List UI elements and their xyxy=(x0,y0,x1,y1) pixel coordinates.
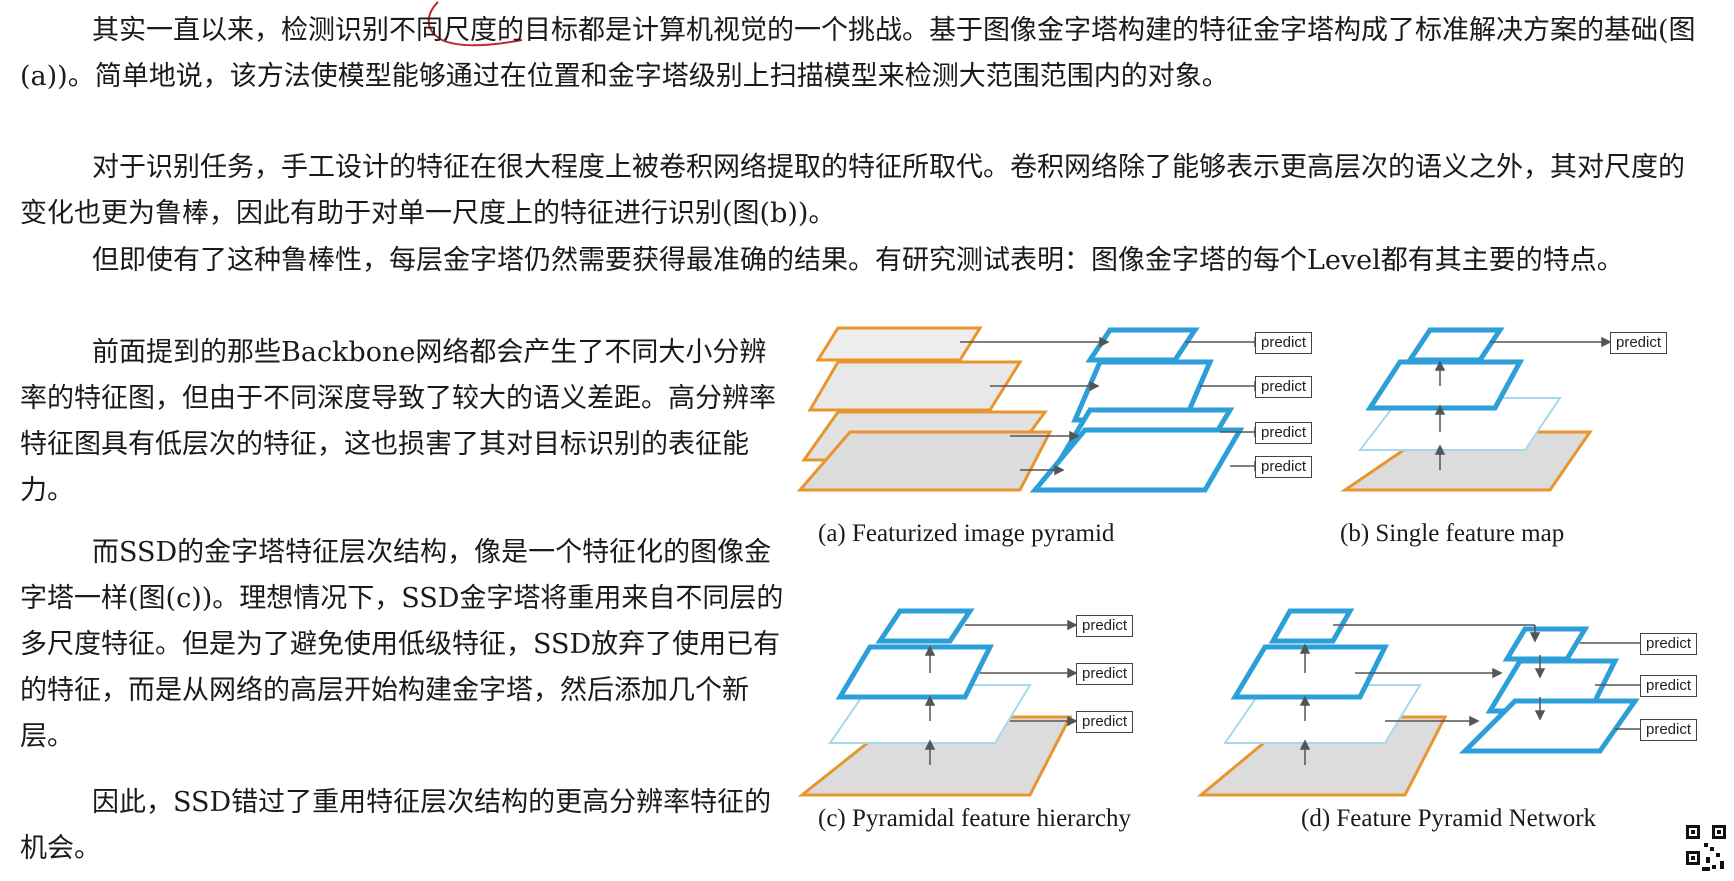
figure-b-caption: (b) Single feature map xyxy=(1340,520,1565,547)
predict-label: predict xyxy=(1610,332,1668,354)
figure-c-pyramidal-feature-hierarchy: predict predict predict (c) Pyramidal fe… xyxy=(797,605,1230,845)
figure-c-caption: (c) Pyramidal feature hierarchy xyxy=(818,805,1132,832)
figure-a-caption: (a) Featurized image pyramid xyxy=(818,520,1115,547)
feature-layer xyxy=(1029,427,1245,493)
figure-a-diagram xyxy=(796,326,1265,493)
image-layer xyxy=(807,360,1023,412)
paragraph-intro-text: 其实一直以来，检测识别不同尺度的目标都是计算机视觉的一个挑战。基于图像金字塔构建… xyxy=(20,15,1696,92)
paragraph-ssd-conclusion-text: 因此，SSD错过了重用特征层次结构的更高分辨率特征的机会。 xyxy=(20,787,772,864)
figure-d-feature-pyramid-network: predict predict predict (d) Feature Pyra… xyxy=(1196,605,1705,845)
predict-label: predict xyxy=(1076,663,1134,685)
paragraph-cnn-features: 对于识别任务，手工设计的特征在很大程度上被卷积网络提取的特征所取代。卷积网络除了… xyxy=(20,145,1710,237)
paragraph-intro: 其实一直以来，检测识别不同尺度的目标都是计算机视觉的一个挑战。基于图像金字塔构建… xyxy=(20,8,1710,100)
figure-d-caption: (d) Feature Pyramid Network xyxy=(1301,805,1597,832)
handwritten-annotation xyxy=(427,1,523,47)
feature-layer xyxy=(1502,626,1590,662)
predict-label: predict xyxy=(1255,332,1313,354)
figure-b-diagram xyxy=(1340,327,1612,492)
image-layer xyxy=(797,715,1073,797)
predict-label: predict xyxy=(1255,456,1313,478)
figure-a-featurized-image-pyramid: predict predict predict predict (a) Feat… xyxy=(796,320,1330,560)
qr-code-icon xyxy=(1686,825,1726,871)
feature-layer xyxy=(835,644,995,700)
predict-label: predict xyxy=(1255,422,1313,444)
feature-layer xyxy=(1405,327,1505,363)
paragraph-robustness: 但即使有了这种鲁棒性，每层金字塔仍然需要获得最准确的结果。有研究测试表明：图像金… xyxy=(20,238,1710,284)
figure-d-diagram xyxy=(1196,608,1660,797)
feature-layer xyxy=(1085,327,1200,363)
predict-label: predict xyxy=(1076,711,1134,733)
figure-b-single-feature-map: predict (b) Single feature map xyxy=(1340,320,1720,560)
paragraph-cnn-features-text: 对于识别任务，手工设计的特征在很大程度上被卷积网络提取的特征所取代。卷积网络除了… xyxy=(20,152,1685,229)
paragraph-ssd: 而SSD的金字塔特征层次结构，像是一个特征化的图像金字塔一样(图(c))。理想情… xyxy=(20,530,790,760)
paragraph-robustness-text: 但即使有了这种鲁棒性，每层金字塔仍然需要获得最准确的结果。有研究测试表明：图像金… xyxy=(92,245,1624,276)
figure-c-diagram xyxy=(797,608,1078,797)
predict-label: predict xyxy=(1640,719,1698,741)
paragraph-backbone-text: 前面提到的那些Backbone网络都会产生了不同大小分辨率的特征图，但由于不同深… xyxy=(20,337,776,506)
feature-layer xyxy=(1458,698,1640,754)
feature-layer-faint xyxy=(1357,397,1562,451)
paragraph-ssd-text: 而SSD的金字塔特征层次结构，像是一个特征化的图像金字塔一样(图(c))。理想情… xyxy=(20,537,784,752)
paragraph-backbone: 前面提到的那些Backbone网络都会产生了不同大小分辨率的特征图，但由于不同深… xyxy=(20,330,790,514)
predict-label: predict xyxy=(1076,615,1134,637)
feature-layer xyxy=(875,608,975,644)
predict-label: predict xyxy=(1640,675,1698,697)
feature-layer xyxy=(1230,644,1390,700)
paragraph-ssd-conclusion: 因此，SSD错过了重用特征层次结构的更高分辨率特征的机会。 xyxy=(20,780,790,872)
image-layer xyxy=(796,430,1053,492)
predict-label: predict xyxy=(1640,633,1698,655)
predict-label: predict xyxy=(1255,376,1313,398)
feature-layer xyxy=(1365,359,1525,411)
image-layer xyxy=(815,326,983,362)
feature-layer xyxy=(1268,608,1355,644)
